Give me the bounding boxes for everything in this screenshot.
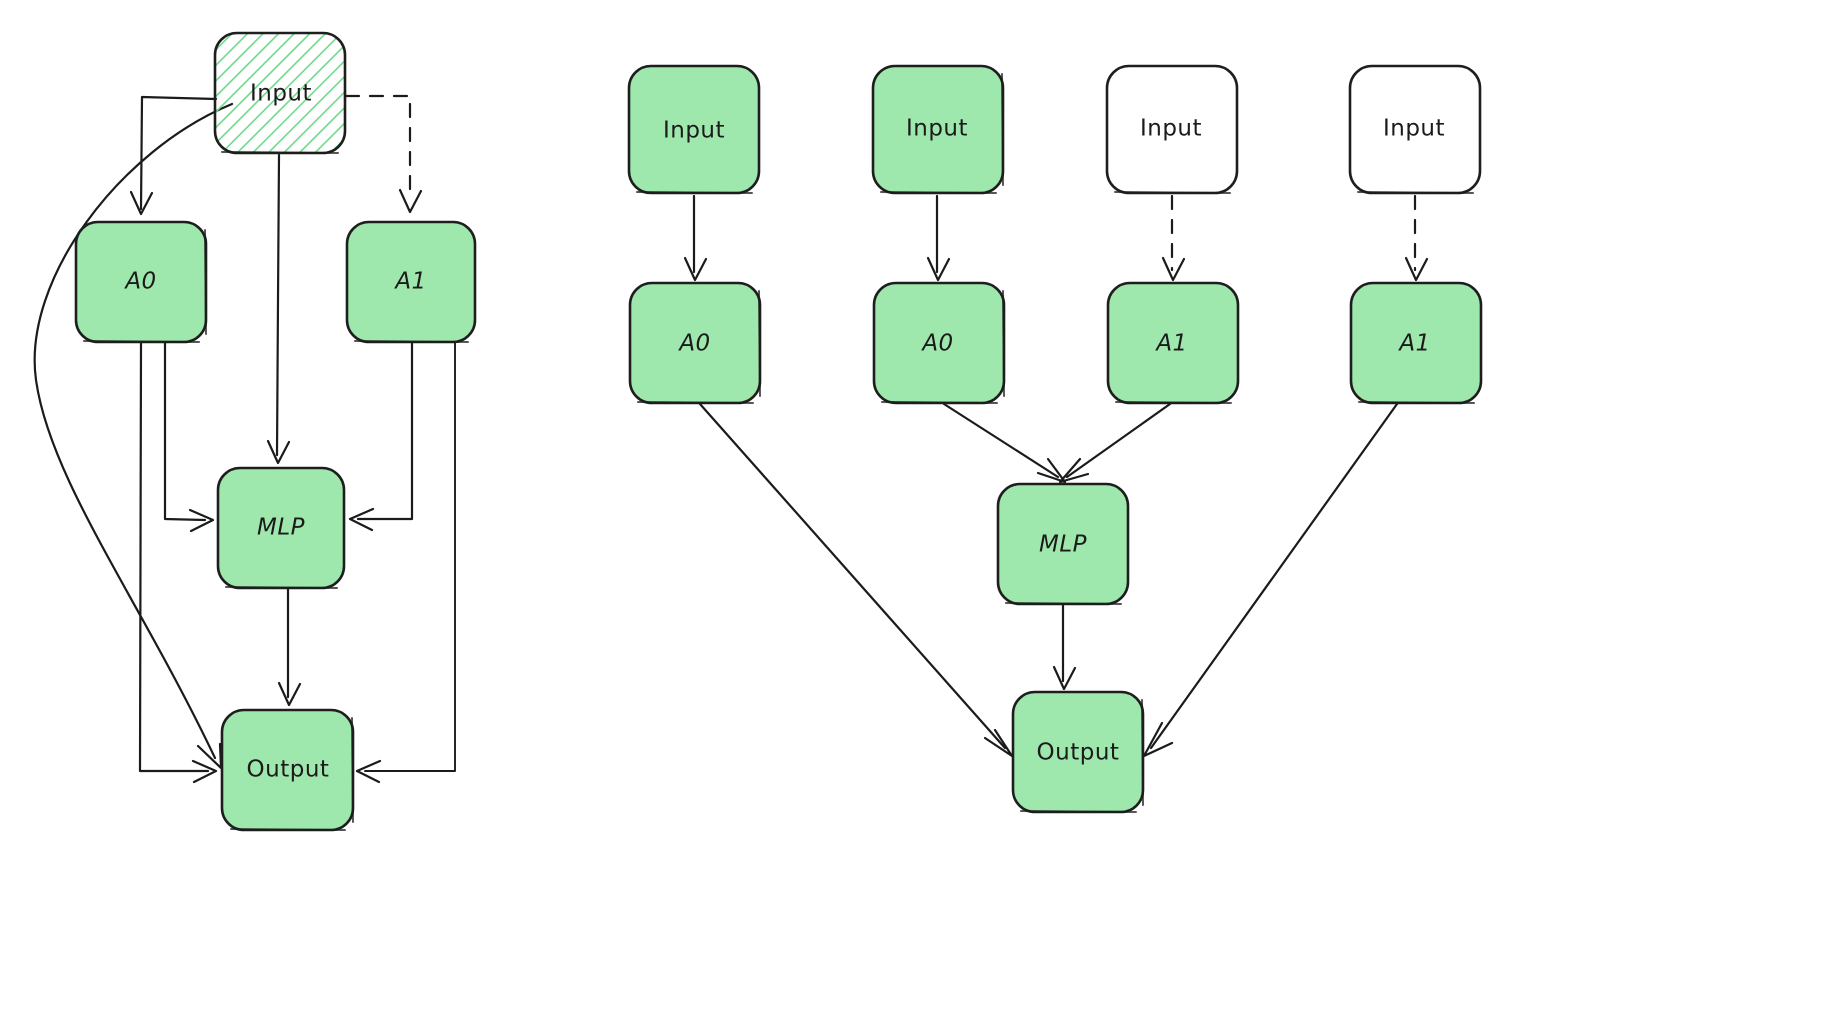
edge-r-in1-to-a0a [683,194,708,282]
edge-r-in2-to-a0b [926,194,951,282]
node-left-a0[interactable]: A0 [74,220,208,344]
edge-r-mlp-to-out [1052,603,1077,691]
node-r-a0-1-label: A0 [677,331,710,357]
node-left-a1-label: A1 [393,269,426,295]
node-left-mlp[interactable]: MLP [216,466,346,590]
node-r-input-3-label: Input [1140,116,1202,142]
node-r-input-2[interactable]: Input [871,64,1005,195]
node-left-output[interactable]: Output [220,708,355,832]
edge-input-to-a0 [129,95,218,216]
edge-input-to-mlp [266,153,291,465]
node-r-input-3[interactable]: Input [1105,64,1239,195]
node-r-output[interactable]: Output [1011,690,1145,814]
node-r-a0-2-label: A0 [920,331,953,357]
edge-input-to-a1 [344,94,423,214]
edge-r-a1b-to-out [1142,402,1399,758]
edge-a0-to-output [138,341,218,784]
node-r-mlp[interactable]: MLP [996,482,1130,606]
edge-input-to-output [33,102,234,770]
node-r-input-1-label: Input [663,118,725,144]
node-r-output-label: Output [1037,740,1120,766]
left-edges [33,94,456,784]
edge-a0-to-mlp [163,341,215,533]
node-left-input-label: Input [250,81,312,107]
node-r-input-4-label: Input [1383,116,1445,142]
node-left-mlp-label: MLP [257,515,305,541]
edge-a1-to-output [355,342,456,784]
edge-r-a1a-to-mlp [1058,402,1172,484]
edge-mlp-to-output [277,587,302,707]
node-r-a0-1[interactable]: A0 [628,281,762,405]
right-edges [683,194,1429,758]
node-r-a0-2[interactable]: A0 [872,281,1006,405]
node-r-input-4[interactable]: Input [1348,64,1482,195]
edge-r-in3-to-a1a [1161,194,1186,282]
edge-a1-to-mlp [348,341,414,532]
node-left-a0-label: A0 [123,269,156,295]
node-r-mlp-label: MLP [1039,532,1087,558]
node-left-output-label: Output [247,757,330,783]
right-paths-diagram: Input Input Input Input A0 [627,64,1483,814]
node-r-a1-1-label: A1 [1154,331,1187,357]
node-r-a1-1[interactable]: A1 [1106,281,1240,405]
node-r-a1-2[interactable]: A1 [1349,281,1483,405]
node-r-input-1[interactable]: Input [627,64,761,195]
left-circuit-diagram: Input A0 A1 MLP Output [33,31,477,832]
node-r-a1-2-label: A1 [1397,331,1430,357]
edge-r-in4-to-a1b [1404,194,1429,282]
node-r-input-2-label: Input [906,116,968,142]
node-left-input[interactable]: Input [213,31,347,155]
edge-r-a0b-to-mlp [942,402,1067,484]
node-left-a1[interactable]: A1 [345,220,477,344]
edge-r-a0a-to-out [698,402,1014,758]
